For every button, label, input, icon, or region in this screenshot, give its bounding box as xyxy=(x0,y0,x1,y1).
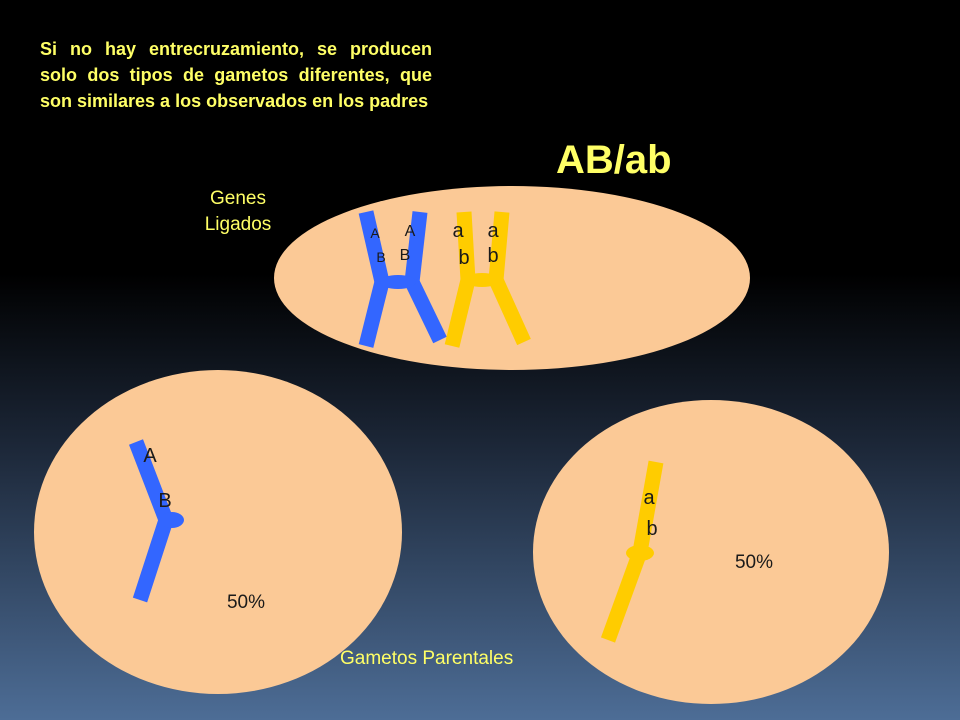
parent-cell-body xyxy=(274,186,750,370)
genotype-title: AB/ab xyxy=(556,138,672,182)
yellow-centromere xyxy=(464,273,500,287)
gamete-right: a b 50% xyxy=(533,400,889,704)
gamete-right-allele-top: a xyxy=(643,487,655,509)
gamete-left-upper-arm xyxy=(128,439,174,523)
blue-right-upper-arm xyxy=(404,211,428,283)
gamete-left-allele-top: A xyxy=(143,445,157,467)
blue-right-lower-arm xyxy=(405,278,447,344)
allele-blue-left-bottom: B xyxy=(376,249,385,265)
gamete-left: A B 50% xyxy=(34,370,402,694)
yellow-left-upper-arm xyxy=(456,211,476,281)
gametos-parentales-label: Gametos Parentales xyxy=(340,648,514,669)
blue-chromosome-pair xyxy=(358,210,447,348)
parent-cell: A B A B a b a b xyxy=(274,186,750,370)
yellow-right-upper-arm xyxy=(488,211,510,281)
allele-yellow-left-top: a xyxy=(452,220,464,242)
allele-blue-left-top: A xyxy=(370,225,380,241)
gamete-right-lower-arm xyxy=(600,549,648,643)
gamete-left-percent: 50% xyxy=(227,592,265,613)
allele-yellow-right-bottom: b xyxy=(487,245,498,267)
yellow-chromosome-pair xyxy=(444,211,531,348)
intro-text: Si no hay entrecruzamiento, se producen … xyxy=(40,39,432,111)
gamete-left-body xyxy=(34,370,402,694)
gamete-left-allele-bottom: B xyxy=(158,490,171,512)
allele-blue-right-top: A xyxy=(405,223,416,240)
allele-yellow-left-bottom: b xyxy=(458,247,469,269)
gamete-right-upper-arm xyxy=(632,460,664,554)
yellow-left-lower-arm xyxy=(444,278,476,348)
gamete-left-lower-arm xyxy=(132,517,174,603)
gamete-right-body xyxy=(533,400,889,704)
allele-yellow-right-top: a xyxy=(487,220,499,242)
yellow-right-lower-arm xyxy=(489,276,531,346)
gamete-left-centromere xyxy=(160,512,184,528)
allele-blue-right-bottom: B xyxy=(400,247,411,264)
genes-ligados-label: Genes Ligados xyxy=(204,188,272,235)
blue-left-upper-arm xyxy=(358,210,390,284)
gamete-right-allele-bottom: b xyxy=(646,518,657,540)
blue-centromere xyxy=(380,275,416,289)
blue-left-lower-arm xyxy=(358,280,390,348)
gamete-right-centromere xyxy=(626,545,654,561)
gamete-right-percent: 50% xyxy=(735,552,773,573)
